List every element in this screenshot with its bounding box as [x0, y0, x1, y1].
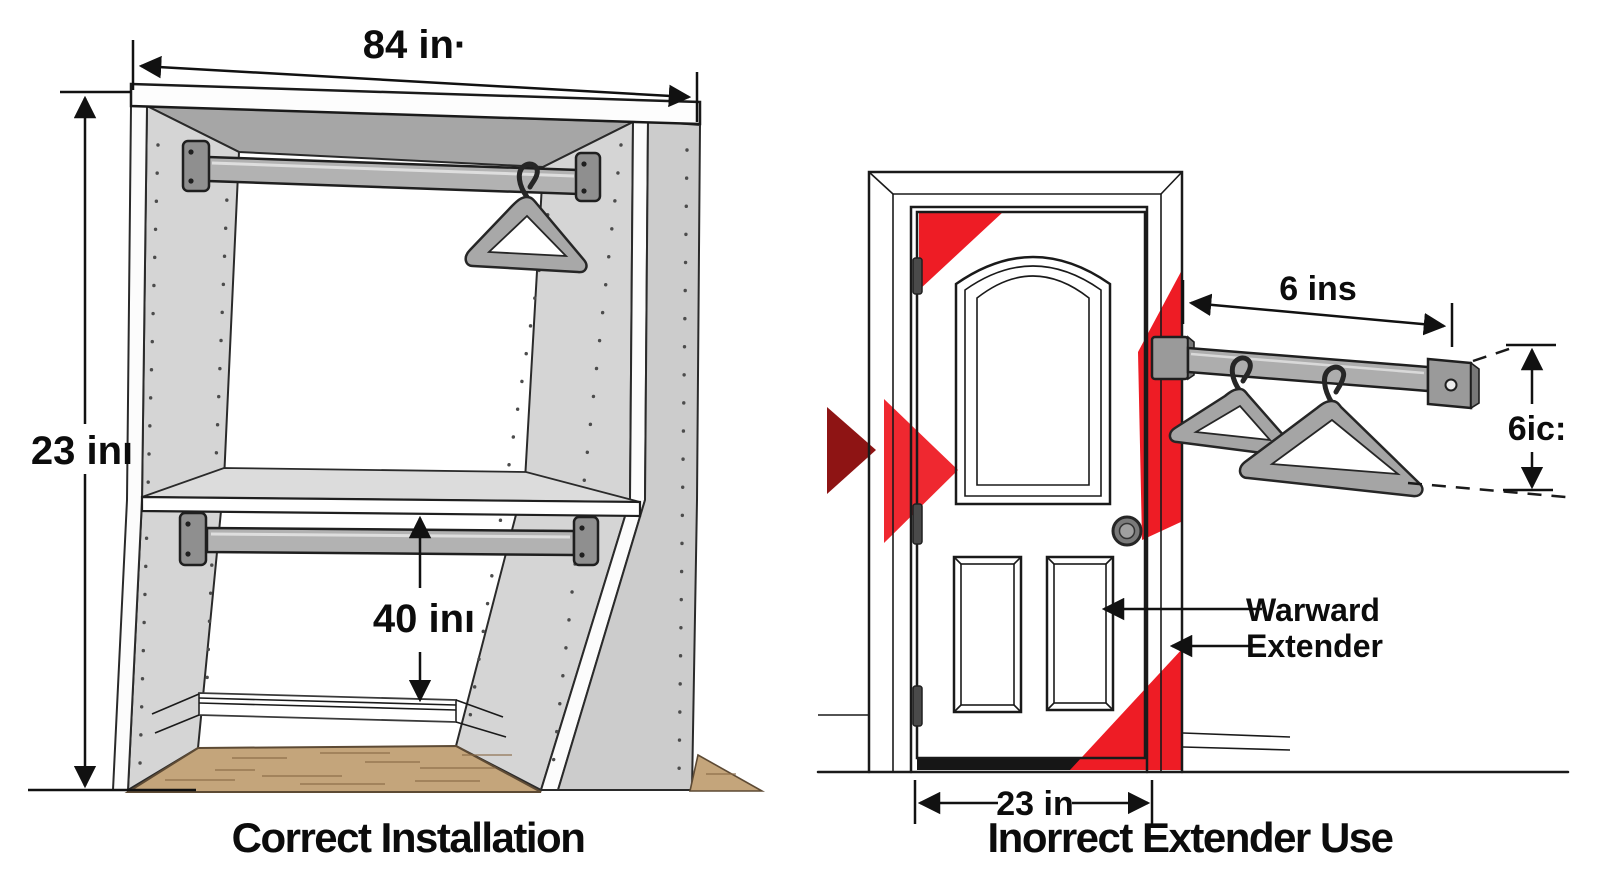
rod-bracket-right: [574, 151, 602, 203]
correct-installation-figure: 84 in· 23 inı 40 inı Correct Installatio…: [28, 23, 766, 861]
dim-extension-label: 6 ins: [1279, 270, 1356, 308]
floor-corner-wedge: [689, 753, 766, 792]
warning-arrow-dark-left: [827, 407, 876, 494]
door-hinges: [912, 257, 923, 727]
dim-rod-to-floor: 40 inı: [373, 515, 475, 703]
rod-bar: [205, 526, 576, 557]
hanger-icon: [464, 161, 588, 274]
callout-extender-line1: Warward: [1246, 592, 1380, 628]
dim-closet-height: 23 inı: [28, 90, 196, 792]
warning-arrow-bright-left: [884, 399, 958, 543]
dim-extension-length: 6 ins: [1181, 270, 1454, 347]
rod-bracket-right: [572, 515, 600, 567]
top-closet-rod: [181, 139, 602, 203]
incorrect-extender-figure: 6 ins 6ic: Warward Extender: [816, 170, 1570, 861]
baseboard: [151, 692, 507, 738]
extender-rod-assembly: [1150, 335, 1480, 498]
bottom-closet-rod: [178, 511, 600, 567]
dim-rod-to-floor-label: 40 inı: [373, 597, 475, 641]
door-knob-center: [1118, 522, 1136, 540]
closet-structure: [111, 82, 766, 793]
warning-triangle-top-left: [919, 212, 1003, 290]
dim-extension-drop: 6ic:: [1407, 343, 1567, 499]
hanger-icon: [1238, 364, 1424, 498]
warning-triangle-bottom-right: [1070, 648, 1183, 770]
rod-bracket-left: [178, 511, 208, 567]
callout-extender-line2: Extender: [1246, 628, 1383, 664]
middle-shelf: [140, 467, 642, 518]
extender-wall-bracket: [1150, 335, 1190, 381]
caption-incorrect-extender: Inorrect Extender Use: [988, 814, 1393, 861]
caption-correct-installation: Correct Installation: [232, 814, 585, 861]
ground-line: [816, 714, 1570, 774]
dim-door-width: 23 in: [913, 780, 1154, 824]
door-threshold: [917, 759, 1145, 770]
dim-drop-label: 6ic:: [1508, 410, 1567, 448]
rod-bracket-left: [181, 139, 211, 193]
dim-closet-height-label: 23 inı: [31, 429, 133, 473]
door-frame-outlines: [867, 170, 1184, 774]
dim-door-width-label: 23 in: [996, 785, 1073, 823]
hanger-icon: [1168, 355, 1296, 458]
shelf-peg-holes: [138, 143, 689, 780]
door-panels: [952, 255, 1115, 714]
callout-extender: Warward Extender: [1101, 592, 1383, 664]
dim-closet-width: 84 in·: [131, 23, 699, 122]
dim-closet-width-label: 84 in·: [363, 23, 467, 67]
wood-floor: [124, 744, 766, 793]
